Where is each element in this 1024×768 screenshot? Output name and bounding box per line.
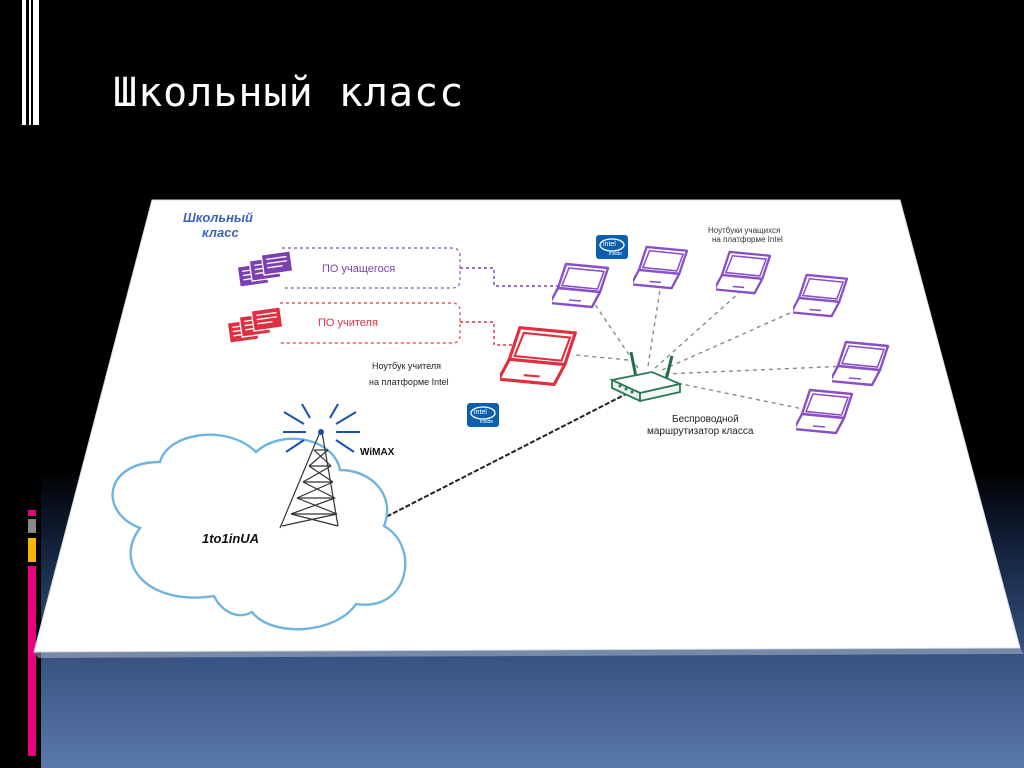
teacher-software-box [280,302,461,344]
student-laptops-label-line2: на платформе Intel [712,235,783,244]
router-uplink [379,392,629,521]
intel-logo-top: intel inside [595,234,629,260]
teacher-software-label: ПО учителя [318,317,378,329]
decor-stripe [29,0,31,125]
cloud-label: 1to1inUA [202,531,259,546]
router-label-line2: маршрутизатор класса [647,426,754,437]
wimax-signal-icon [283,403,360,453]
decor-stripe [22,0,26,125]
diagram-heading-line2: класс [202,225,239,240]
student-laptops-label-line1: Ноутбуки учащихся [708,226,780,235]
teacher-laptop-label-line2: на платформе Intel [369,377,449,387]
slide-title: Школьный класс [113,70,465,116]
accent-bar-pink [28,566,36,756]
wireless-router [609,351,683,403]
intel-logo-teacher: intel inside [466,402,500,428]
student-software-label: ПО учащегося [322,263,395,275]
wimax-tower [279,429,339,529]
accent-bar-pink-top [28,510,36,516]
internet-cloud [111,433,407,631]
svg-text:intel: intel [474,409,487,416]
decor-stripe [33,0,39,125]
teacher-software-link [460,321,512,346]
svg-text:inside: inside [609,251,622,257]
wimax-label: WiMAX [360,447,395,458]
accent-bar-yellow [28,538,36,562]
student-software-link [460,267,560,287]
svg-text:inside: inside [480,419,493,425]
svg-text:intel: intel [603,241,616,248]
diagram-heading-line1: Школьный [183,210,253,225]
router-label-line1: Беспроводной [672,414,739,425]
accent-bar-gray [28,519,36,533]
wireless-links [575,289,849,411]
teacher-laptop-label-line1: Ноутбук учителя [372,361,441,371]
